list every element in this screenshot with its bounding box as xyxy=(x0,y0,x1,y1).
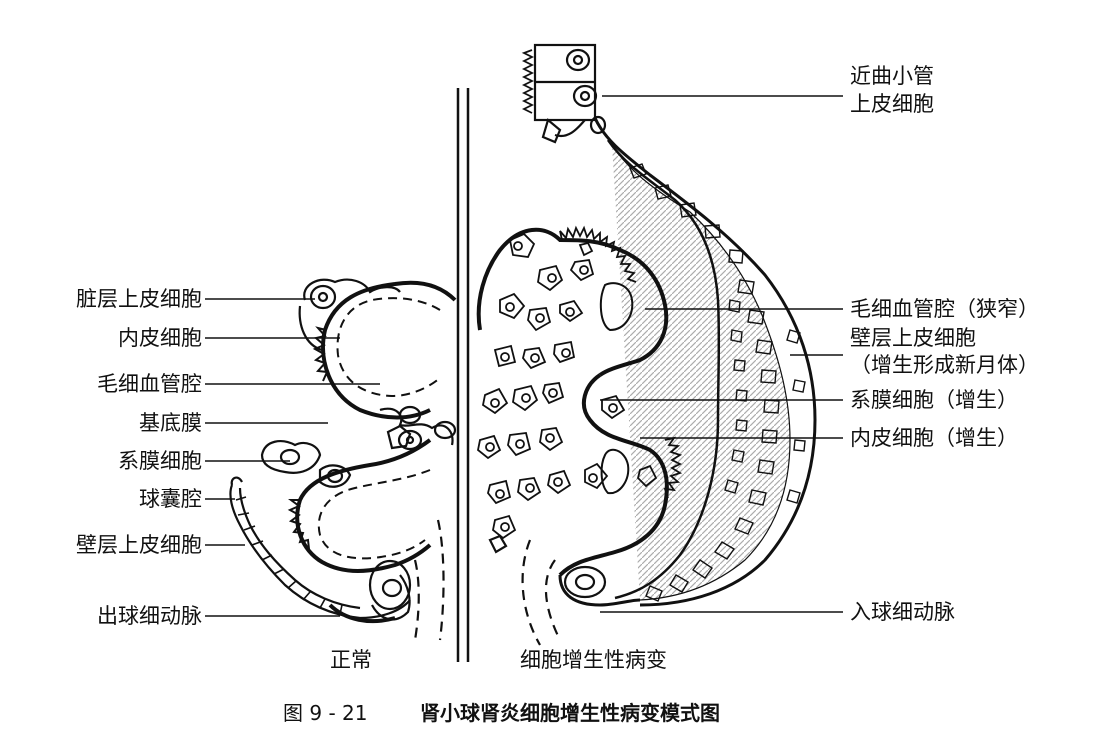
label-proximal-tubule-line2: 上皮细胞 xyxy=(850,92,934,116)
panel-label-proliferative: 细胞增生性病变 xyxy=(520,648,667,672)
panel-label-normal: 正常 xyxy=(330,648,372,672)
label-mesangial-cell: 系膜细胞 xyxy=(118,449,202,473)
label-endothelial-proliferation: 内皮细胞（增生） xyxy=(850,426,1018,450)
label-mesangial-proliferation: 系膜细胞（增生） xyxy=(850,388,1018,412)
label-afferent-arteriole: 入球细动脉 xyxy=(850,600,955,624)
label-basement-membrane: 基底膜 xyxy=(139,411,202,435)
label-proximal-tubule-line1: 近曲小管 xyxy=(850,64,934,88)
label-parietal-line1: 壁层上皮细胞 xyxy=(850,326,976,350)
label-capillary-narrowed: 毛细血管腔（狭窄） xyxy=(850,297,1039,321)
normal-glomerulus xyxy=(229,278,457,641)
proliferative-glomerulus xyxy=(476,43,817,646)
leader-lines xyxy=(205,95,843,617)
label-capillary-lumen: 毛细血管腔 xyxy=(97,372,202,396)
figure-caption: 肾小球肾炎细胞增生性病变模式图 xyxy=(420,701,720,725)
label-bowman-space: 球囊腔 xyxy=(139,487,202,511)
label-endothelium: 内皮细胞 xyxy=(118,326,202,350)
center-divider xyxy=(456,88,470,662)
label-efferent-arteriole: 出球细动脉 xyxy=(97,604,202,628)
figure-number: 图 9 - 21 xyxy=(283,701,368,725)
label-visceral-epithelium: 脏层上皮细胞 xyxy=(76,287,202,311)
label-parietal-line2: （增生形成新月体） xyxy=(850,353,1039,377)
label-parietal-epithelium: 壁层上皮细胞 xyxy=(76,533,202,557)
